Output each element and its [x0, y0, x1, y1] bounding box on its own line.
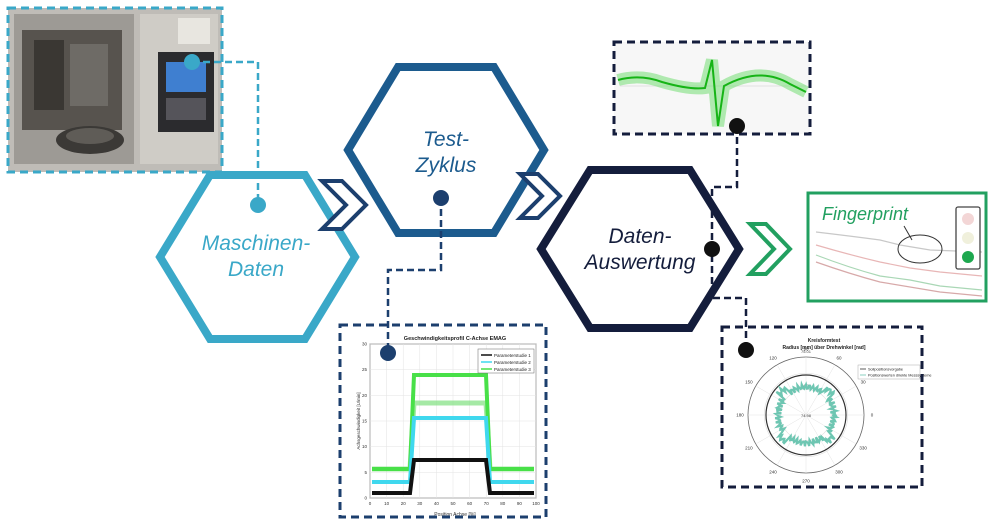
connector-analysis [704, 118, 754, 358]
polar-chart: Kreisformtest Radius [mm] über Drehwinke… [720, 325, 932, 489]
hex-test-line2: Zyklus [415, 154, 477, 177]
speed-xtick-label: 100 [532, 501, 540, 506]
speed-ytick-label: 0 [364, 496, 367, 501]
polar-angle-label: 150 [745, 380, 753, 385]
connector-dot [738, 342, 754, 358]
connector-dot [184, 54, 200, 70]
speed-chart-legend: Parameterstudie 1 Parameterstudie 2 Para… [477, 348, 535, 374]
speed-ytick-label: 5 [364, 470, 367, 475]
connector-dot [380, 345, 396, 361]
speed-chart-ylabel: Achsgeschwindigkeit [U/min] [356, 392, 361, 449]
speed-chart-xlabel: Position Achse [%] [434, 512, 476, 518]
polar-radius-label: 74.98 [801, 413, 812, 418]
polar-angle-label: 270 [802, 479, 810, 484]
polar-angle-label: 180 [736, 413, 744, 418]
connector-test [380, 190, 449, 361]
polar-radius-label: 75.01 [801, 349, 812, 354]
hex-maschinen-line1: Maschinen- [202, 232, 311, 255]
polar-legend-1: Sollpositionsvorgabe [868, 368, 903, 372]
traffic-light-yellow [962, 232, 974, 244]
speed-xtick-label: 90 [517, 501, 523, 506]
speed-ytick-label: 25 [362, 367, 368, 372]
polar-measured-trace [772, 380, 841, 448]
polar-angle-label: 30 [861, 380, 867, 385]
speed-xtick-label: 20 [401, 501, 407, 506]
speed-legend-3: Parameterstudie 3 [494, 367, 531, 372]
traffic-light-green [962, 251, 974, 263]
speed-series-2 [372, 416, 534, 484]
hex-test-zyklus: Test- Zyklus [343, 63, 549, 237]
polar-angle-label: 210 [745, 446, 753, 451]
speed-chart-title: Geschwindigkeitsprofil C-Achse EMAG [404, 336, 506, 342]
hex-test-line1: Test- [423, 128, 469, 151]
speed-profile-chart: Geschwindigkeitsprofil C-Achse EMAG 0 10 2… [338, 323, 548, 519]
hex-daten-line1: Daten- [608, 225, 671, 248]
chevron-right-icon [317, 179, 369, 231]
fingerprint-panel: Fingerprint [806, 191, 988, 303]
speed-xtick-label: 50 [450, 501, 456, 506]
connector-machine [184, 54, 266, 213]
hex-daten-line2: Auswertung [583, 251, 696, 274]
speed-xtick-label: 40 [434, 501, 440, 506]
speed-xtick-label: 0 [369, 501, 372, 506]
polar-angle-label: 240 [769, 470, 777, 475]
connector-dot [729, 118, 745, 134]
hex-maschinen-daten: Maschinen- Daten [155, 171, 360, 343]
polar-chart-subtitle: Radius [mm] über Drehwinkel [rad] [782, 345, 865, 351]
polar-legend-2: Positionswerten direkte Messsysteme [868, 374, 932, 378]
speed-series-3 [372, 373, 534, 471]
speed-legend-1: Parameterstudie 1 [494, 353, 531, 358]
speed-xtick-label: 30 [417, 501, 423, 506]
speed-xtick-label: 10 [384, 501, 390, 506]
polar-reference-circle [765, 374, 847, 456]
polar-angle-label: 90 [803, 347, 809, 352]
signal-chart [612, 40, 812, 136]
speed-ytick-label: 10 [362, 444, 368, 449]
chevron-right-icon [745, 222, 793, 276]
speed-xtick-label: 70 [484, 501, 490, 506]
hex-maschinen-line2: Daten [228, 258, 284, 281]
polar-angle-label: 120 [769, 355, 777, 360]
speed-ytick-label: 20 [362, 393, 368, 398]
machine-photo [6, 6, 224, 174]
fingerprint-label: Fingerprint [822, 204, 909, 224]
speed-xtick-label: 60 [467, 501, 473, 506]
polar-chart-legend: Sollpositionsvorgabe Positionswerten dir… [857, 364, 932, 380]
polar-angle-label: 0 [871, 413, 874, 418]
speed-legend-2: Parameterstudie 2 [494, 360, 531, 365]
chevron-right-icon [515, 172, 563, 220]
connector-dot [250, 197, 266, 213]
polar-angle-label: 330 [859, 446, 867, 451]
speed-xtick-label: 80 [500, 501, 506, 506]
polar-angle-label: 300 [835, 470, 843, 475]
speed-series-1 [372, 458, 534, 495]
connector-dot [433, 190, 449, 206]
traffic-light-red [962, 213, 974, 225]
polar-angle-label: 60 [836, 355, 842, 360]
connector-dot [704, 241, 720, 257]
hex-daten-auswertung: Daten- Auswertung [536, 166, 744, 332]
polar-chart-title: Kreisformtest [808, 338, 841, 344]
speed-ytick-label: 15 [362, 419, 368, 424]
speed-ytick-label: 30 [362, 342, 368, 347]
